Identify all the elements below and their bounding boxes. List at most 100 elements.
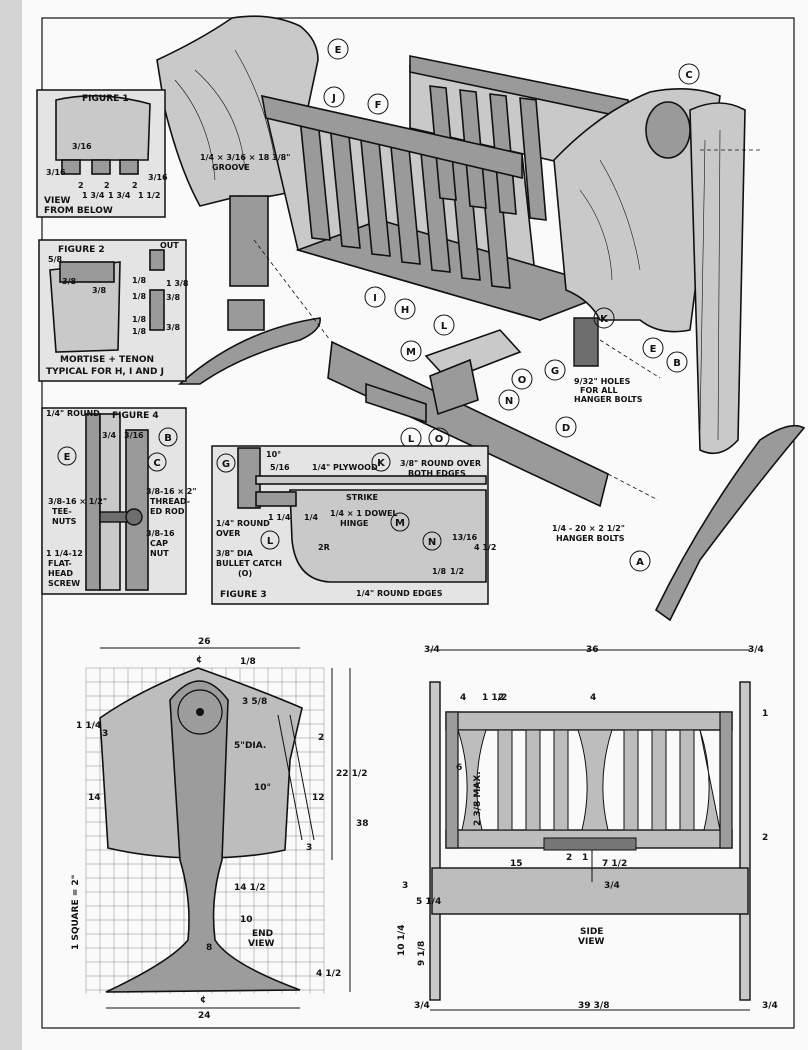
- side-view-title-2: VIEW: [578, 937, 604, 947]
- fig3-d114: 1 1/4: [268, 513, 291, 522]
- figure4-d316: 3/16: [124, 431, 144, 440]
- drawing-stroke: [371, 452, 391, 472]
- callout-h: H: [401, 305, 409, 316]
- callout-e-right: E: [650, 344, 657, 355]
- end-view-post: [105, 680, 301, 993]
- side-dim-max: 2 3/8 MAX.: [473, 771, 483, 826]
- side-post-right: [739, 681, 751, 1001]
- drawing-stroke: [555, 416, 577, 438]
- callout-l-bottom: L: [408, 434, 415, 445]
- side-dim-34c: 3/4: [604, 881, 620, 891]
- side-dim-4a: 4: [460, 693, 466, 703]
- drawing-stroke: [629, 550, 651, 572]
- drawing-stroke: [651, 729, 667, 831]
- groove-note-line1: 1/4 × 3/16 × 18 3/8": [200, 153, 290, 162]
- drawing-stroke: [196, 708, 204, 716]
- side-view: 36 3/4 3/4 4 1 1/2 2 4 1 6 2 3/8 MAX. 2 …: [397, 645, 778, 1011]
- fig4-callout-e: E: [64, 452, 71, 463]
- drawing-stroke: [59, 261, 115, 283]
- figure4-title: FIGURE 4: [112, 411, 159, 421]
- callout-i: I: [373, 293, 377, 304]
- end-view-title-1: END: [252, 929, 273, 939]
- end-dim-14a: 1 1/4: [76, 721, 101, 731]
- fig3-edges: 1/4" ROUND EDGES: [356, 589, 443, 598]
- fig3-round-1: 1/4" ROUND: [216, 519, 270, 528]
- bolts-note-line1: 1/4 - 20 × 2 1/2": [552, 524, 625, 533]
- callout-c: C: [685, 70, 692, 81]
- holes-note-line1: 9/32" HOLES: [574, 377, 631, 386]
- side-dim-34e: 3/4: [762, 1001, 778, 1011]
- figure4-teenut-2: TEE-: [52, 507, 72, 516]
- fig3-top: 10°: [266, 450, 281, 459]
- fig3-roundover-1: 3/8" ROUND OVER: [400, 459, 481, 468]
- end-centerline-bottom: ¢: [200, 995, 206, 1005]
- fig3-catch-3: (O): [238, 569, 252, 578]
- drawing-stroke: [260, 530, 280, 550]
- drawing-stroke: [149, 249, 165, 271]
- fig3-callout-g: G: [222, 459, 230, 470]
- drawing-stroke: [579, 159, 641, 281]
- figure4-screw-1: 1 1/4-12: [46, 549, 83, 558]
- drawing-stroke: [216, 453, 236, 473]
- fig4-callout-b: B: [164, 433, 172, 444]
- end-dim-14: 14: [88, 793, 101, 803]
- callout-e-top: E: [335, 45, 342, 56]
- drawing-stroke: [227, 299, 265, 331]
- drawing-stroke: [599, 339, 661, 379]
- fig3-roundover-2: BOTH EDGES: [408, 469, 466, 478]
- end-dim-18: 1/8: [240, 657, 256, 667]
- drawing-stroke: [55, 95, 151, 161]
- figure1-dim-3: 2: [78, 181, 84, 190]
- figure4-cap-1: 3/8-16: [146, 529, 175, 538]
- figure4-d34: 3/4: [102, 431, 116, 440]
- side-dim-34b: 3/4: [748, 645, 764, 655]
- hardware-lines: [253, 149, 760, 501]
- side-lock-block: [543, 837, 637, 851]
- side-slats: [457, 729, 721, 831]
- callout-d: D: [562, 423, 570, 434]
- figure2-dim-8: 3/8: [166, 293, 180, 302]
- fig3-radius: 2R: [318, 543, 330, 552]
- pivot-disc-c: [645, 101, 691, 159]
- drawing-stroke: [277, 714, 303, 841]
- side-dim-1b: 1: [582, 853, 588, 863]
- end-dim-3: 3: [102, 729, 108, 739]
- figure2-dim-9: 1 3/8: [166, 279, 189, 288]
- end-dim-3b: 3: [306, 843, 312, 853]
- figure2-dim-2: 3/8: [62, 277, 76, 286]
- drawing-stroke: [577, 729, 613, 831]
- bolts-note-line2: HANGER BOLTS: [556, 534, 625, 543]
- figure4-screw-3: HEAD: [48, 569, 73, 578]
- side-post-left: [429, 681, 441, 1001]
- end-dim-412: 4 1/2: [316, 969, 341, 979]
- side-dim-918: 9 1/8: [417, 941, 427, 966]
- lock-part-l: [365, 382, 427, 424]
- binding-shadow: [0, 0, 22, 1050]
- figure2-dim-1: 5/8: [48, 255, 62, 264]
- drawing-stroke: [679, 729, 695, 831]
- drawing-stroke: [699, 129, 721, 441]
- side-dim-712: 7 1/2: [602, 859, 627, 869]
- holes-note-line2: FOR ALL: [580, 386, 618, 395]
- catch-plate-g: [573, 317, 599, 367]
- figure4-round-1: 1/4" ROUND: [46, 409, 100, 418]
- side-stretcher: [431, 867, 749, 915]
- figure4-screw-2: FLAT-: [48, 559, 72, 568]
- fig3-d14: 1/4: [304, 513, 318, 522]
- side-dim-6: 6: [456, 763, 462, 773]
- end-dim-10deg: 10°: [254, 783, 271, 793]
- drawing-stroke: [119, 159, 139, 175]
- drawing-stroke: [394, 298, 416, 320]
- end-dim-w24: 24: [198, 1011, 211, 1021]
- drawing-stroke: [99, 413, 121, 591]
- fig3-d516: 5/16: [270, 463, 290, 472]
- end-dim-2: 2: [318, 733, 324, 743]
- callout-o-right: O: [518, 375, 527, 386]
- drawing-stroke: [158, 427, 178, 447]
- figure1-caption-line1: VIEW: [44, 196, 70, 206]
- drawing-stroke: [57, 446, 77, 466]
- figure-4: E B C FIGURE 4 1/4" ROUND 3/4 3/16 3/8-1…: [41, 407, 197, 595]
- side-dim-514: 5 1/4: [416, 897, 441, 907]
- end-view-scale: 1 SQUARE = 2": [71, 875, 81, 950]
- drawing-stroke: [525, 729, 541, 831]
